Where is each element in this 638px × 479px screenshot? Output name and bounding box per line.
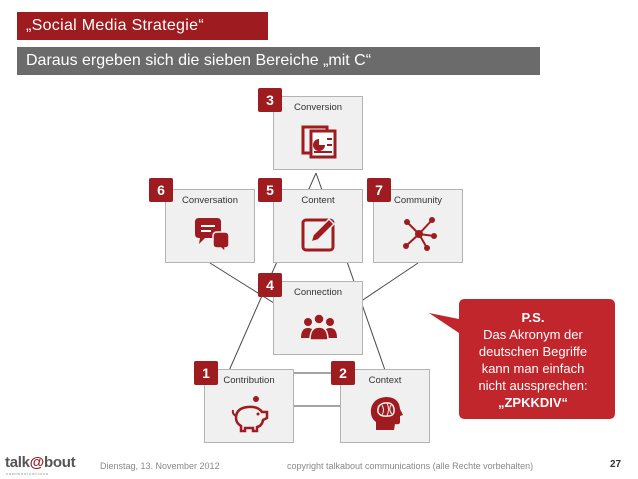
- people-group-icon: [301, 313, 337, 341]
- brain-head-icon: [370, 397, 403, 430]
- speech-bubbles-icon: [195, 218, 230, 254]
- presentation-icon: [301, 125, 337, 159]
- slide-title: „Social Media Strategie“: [17, 12, 268, 40]
- logo-at: @: [29, 454, 45, 471]
- slide-subtitle: Daraus ergeben sich die sieben Bereiche …: [17, 47, 540, 75]
- ps-note: P.S. Das Akronym der deutschen Begriffe …: [455, 309, 611, 411]
- number-badge-1: 1: [194, 361, 218, 385]
- page-number: 27: [610, 459, 622, 470]
- number-badge-2: 2: [331, 361, 355, 385]
- number-badge-6: 6: [149, 178, 173, 202]
- ps-speech-bubble: [429, 299, 615, 419]
- area-label: Context: [368, 375, 402, 386]
- number-badge-5: 5: [258, 178, 282, 202]
- ps-line: nicht aussprechen:: [478, 378, 588, 393]
- area-context: Context: [340, 369, 430, 443]
- ps-acronym: „ZPKKDIV“: [497, 395, 569, 410]
- ps-line: deutschen Begriffe: [478, 344, 588, 359]
- area-label: Connection: [293, 287, 343, 298]
- area-label: Conversation: [182, 195, 238, 206]
- logo-subtitle: communications: [6, 471, 49, 476]
- pencil-edit-icon: [301, 217, 336, 252]
- logo-text: bout: [43, 454, 76, 471]
- logo-text: talk: [5, 454, 30, 471]
- area-conversion: Conversion: [273, 96, 363, 170]
- number-badge-4: 4: [258, 273, 282, 297]
- area-content: Content: [273, 189, 363, 263]
- area-label: Conversion: [293, 102, 343, 113]
- company-logo: talk@bout: [5, 454, 76, 471]
- ps-line: kann man einfach: [481, 361, 585, 376]
- footer-copyright: copyright talkabout communications (alle…: [287, 461, 534, 471]
- area-contribution: Contribution: [204, 369, 294, 443]
- area-label: Community: [393, 195, 443, 206]
- area-label: Content: [301, 195, 335, 206]
- footer-date: Dienstag, 13. November 2012: [100, 461, 220, 471]
- ps-heading: P.S.: [521, 310, 545, 325]
- number-badge-7: 7: [367, 178, 391, 202]
- number-badge-3: 3: [258, 88, 282, 112]
- area-label: Contribution: [223, 375, 275, 386]
- piggy-bank-icon: [231, 396, 269, 433]
- ps-line: Das Akronym der: [483, 327, 583, 342]
- area-conversation: Conversation: [165, 189, 255, 263]
- area-connection: Connection: [273, 281, 363, 355]
- network-icon: [403, 217, 437, 251]
